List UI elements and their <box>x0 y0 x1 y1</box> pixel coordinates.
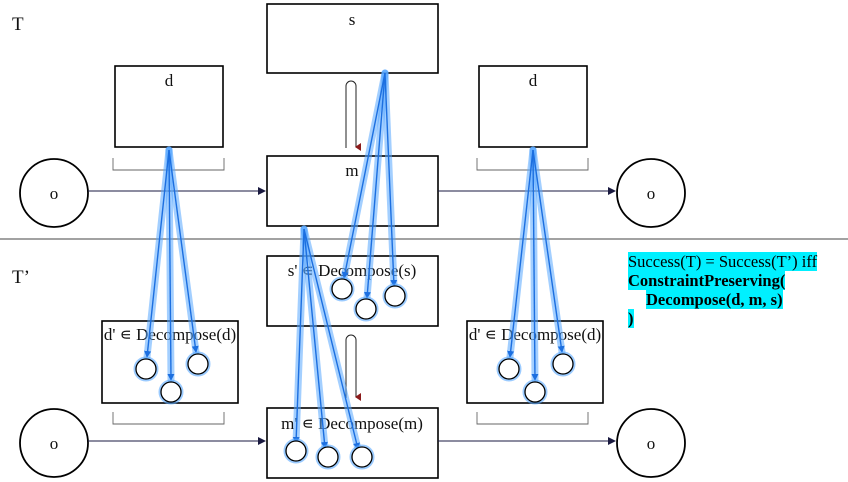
success-condition-note: Success(T) = Success(T’) iff ConstraintP… <box>628 252 838 328</box>
note-line-4: ) <box>628 309 634 328</box>
sub-node <box>317 446 339 468</box>
o-node-top-right <box>616 158 686 228</box>
feedback-arrow-s-prime-to-m-prime <box>345 334 361 401</box>
sub-node <box>384 285 406 307</box>
sub-nodes-m-prime <box>283 438 375 470</box>
mapping-arrow-m-2 <box>303 228 328 449</box>
mapping-arrow-d-right-3 <box>532 149 565 353</box>
mapping-arrow-s-1 <box>341 72 386 279</box>
t-prime-label: T’ <box>12 267 30 288</box>
note-line-2: ConstraintPreserving( <box>628 271 786 290</box>
mapping-arrow-d-right-2 <box>531 149 539 381</box>
sub-node <box>331 278 353 300</box>
note-line-3: Decompose(d, m, s) <box>646 290 783 309</box>
mapping-arrows-s <box>340 69 398 302</box>
sub-node <box>524 381 546 403</box>
o-node-bottom-right <box>616 408 686 478</box>
mapping-arrow-d-left-3 <box>168 149 199 353</box>
o-node-top-left-label: o <box>50 184 59 203</box>
mapping-arrows-m <box>292 225 362 453</box>
sub-node <box>135 358 157 380</box>
sub-node <box>160 381 182 403</box>
mapping-arrow-m-1 <box>292 228 305 444</box>
o-node-top-left <box>19 158 89 228</box>
o-node-bottom-left-label: o <box>50 434 59 453</box>
mapping-arrows-d-right <box>506 146 566 384</box>
d-box-left <box>114 65 224 148</box>
s-box-label: s <box>349 10 356 29</box>
mapping-arrow-s-2 <box>363 72 386 299</box>
brace-left-bottom <box>112 412 225 425</box>
mapping-arrow-d-left-1 <box>144 149 170 358</box>
brace-right-bottom <box>476 412 589 425</box>
m-box-label: m <box>345 161 358 180</box>
mapping-arrow-m-3 <box>303 228 360 450</box>
s-prime-box-label: s' ∊ Decompose(s) <box>288 261 417 280</box>
mapping-arrow-d-left-2 <box>167 149 175 381</box>
s-box <box>266 3 439 74</box>
t-label: T <box>12 14 24 35</box>
sub-node <box>498 358 520 380</box>
o-node-bottom-left <box>19 408 89 478</box>
note-line-1: Success(T) = Success(T’) iff <box>628 252 818 271</box>
sub-node <box>187 353 209 375</box>
sub-node <box>351 446 373 468</box>
d-box-right-label: d <box>529 71 538 90</box>
d-box-left-label: d <box>165 71 174 90</box>
o-node-top-right-label: o <box>647 184 656 203</box>
feedback-arrow-s-to-m <box>345 80 361 151</box>
sub-nodes-d-right <box>496 351 576 405</box>
o-node-bottom-right-label: o <box>647 434 656 453</box>
sub-node <box>552 353 574 375</box>
sub-nodes-d-left <box>133 351 211 405</box>
sub-node <box>285 440 307 462</box>
mapping-arrow-d-right-1 <box>507 149 534 358</box>
sub-nodes-s-prime <box>329 276 408 322</box>
sub-node <box>355 298 377 320</box>
mapping-arrow-s-3 <box>384 72 398 287</box>
mapping-arrows-d-left <box>143 146 200 384</box>
